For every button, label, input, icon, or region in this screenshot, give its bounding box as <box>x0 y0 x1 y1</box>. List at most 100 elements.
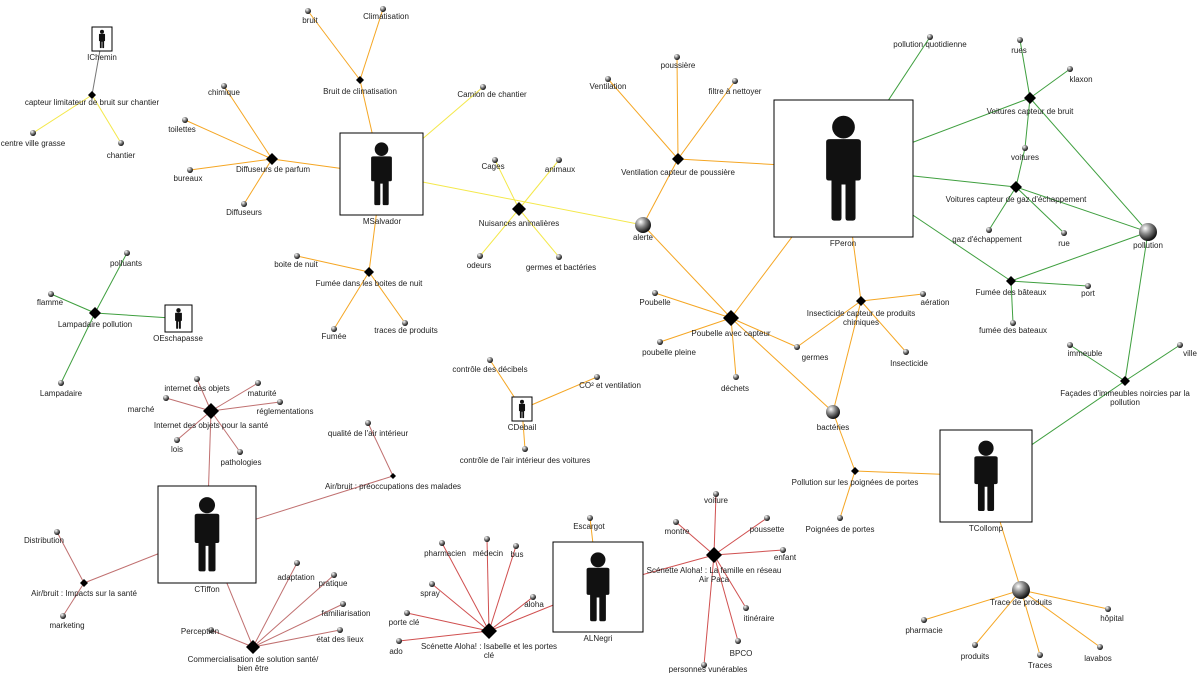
hub-node-airbruit1[interactable]: Air/bruit : préoccupations des malades <box>325 473 461 491</box>
leaf-node-dechets[interactable]: déchets <box>721 374 749 393</box>
hub-diamond[interactable] <box>364 267 374 277</box>
sphere-node-bacteries[interactable]: bactéries <box>817 405 849 432</box>
leaf-dot[interactable] <box>701 662 707 668</box>
leaf-dot[interactable] <box>30 130 36 136</box>
hub-node-animal[interactable]: Nuisances animalières <box>479 202 559 228</box>
leaf-node-distribution[interactable]: Distribution <box>24 529 64 545</box>
leaf-dot[interactable] <box>337 627 343 633</box>
leaf-node-controleair[interactable]: contrôle de l'air intérieur des voitures <box>460 446 590 465</box>
leaf-node-familiar[interactable]: familiarisation <box>322 601 371 618</box>
leaf-dot[interactable] <box>1061 230 1067 236</box>
leaf-dot[interactable] <box>605 76 611 82</box>
leaf-node-qualair[interactable]: qualité de l'air intérieur <box>328 420 409 438</box>
leaf-node-animaux[interactable]: animaux <box>545 157 575 174</box>
person-node-fperon[interactable]: FPeron <box>773 99 914 248</box>
leaf-node-personnes[interactable]: personnes vunérables <box>669 662 748 673</box>
hub-diamond[interactable] <box>390 473 396 479</box>
person-node-ichemin[interactable]: IChemin <box>87 26 117 62</box>
hub-node-capteur[interactable]: capteur limitateur de bruit sur chantier <box>25 91 160 107</box>
leaf-dot[interactable] <box>163 395 169 401</box>
leaf-dot[interactable] <box>780 547 786 553</box>
hub-node-fumee[interactable]: Fumée dans les boites de nuit <box>316 267 424 288</box>
leaf-dot[interactable] <box>1067 342 1073 348</box>
hub-node-bruitclim[interactable]: Bruit de climatisation <box>323 76 397 96</box>
leaf-node-co2[interactable]: CO² et ventilation <box>579 374 641 390</box>
leaf-dot[interactable] <box>594 374 600 380</box>
leaf-node-porte[interactable]: porte clé <box>389 610 420 627</box>
leaf-dot[interactable] <box>920 291 926 297</box>
leaf-node-boitenuit[interactable]: boite de nuit <box>274 253 319 269</box>
leaf-node-traces[interactable]: traces de produits <box>374 320 438 335</box>
hub-node-fumbat[interactable]: Fumée des bâteaux <box>976 276 1047 297</box>
leaf-dot[interactable] <box>732 78 738 84</box>
leaf-dot[interactable] <box>124 250 130 256</box>
leaf-dot[interactable] <box>556 254 562 260</box>
hub-diamond[interactable] <box>1010 181 1022 193</box>
leaf-dot[interactable] <box>837 515 843 521</box>
hub-diamond[interactable] <box>1024 92 1036 104</box>
leaf-dot[interactable] <box>674 54 680 60</box>
leaf-node-klaxon[interactable]: klaxon <box>1067 66 1093 84</box>
leaf-dot[interactable] <box>277 399 283 405</box>
leaf-dot[interactable] <box>1037 652 1043 658</box>
leaf-node-aloha[interactable]: aloha <box>524 594 544 609</box>
hub-diamond[interactable] <box>203 403 219 419</box>
leaf-node-insecticide[interactable]: Insecticide <box>890 349 928 368</box>
leaf-dot[interactable] <box>439 540 445 546</box>
leaf-dot[interactable] <box>713 491 719 497</box>
leaf-dot[interactable] <box>429 581 435 587</box>
leaf-node-lampadaire[interactable]: Lampadaire <box>40 380 83 398</box>
leaf-node-fumeebat[interactable]: fumée des bateaux <box>979 320 1047 335</box>
leaf-node-pratique[interactable]: pratique <box>319 572 348 588</box>
leaf-node-bureaux[interactable]: bureaux <box>174 167 203 183</box>
leaf-dot[interactable] <box>986 227 992 233</box>
hub-diamond[interactable] <box>856 296 866 306</box>
leaf-dot[interactable] <box>764 515 770 521</box>
leaf-node-hopital[interactable]: hôpital <box>1100 606 1124 623</box>
hub-node-parfum[interactable]: Diffuseurs de parfum <box>236 153 310 174</box>
hub-diamond[interactable] <box>1120 376 1130 386</box>
hub-node-voitbruit[interactable]: Voitures capteur de bruit <box>987 92 1074 116</box>
leaf-node-germesbact[interactable]: germes et bactéries <box>526 254 596 272</box>
hub-node-aloha1[interactable]: Scénette Aloha! : Isabelle et les portes… <box>421 623 557 660</box>
leaf-dot[interactable] <box>241 201 247 207</box>
leaf-dot[interactable] <box>48 291 54 297</box>
leaf-node-poubelle[interactable]: Poubelle <box>639 290 671 307</box>
hub-diamond[interactable] <box>672 153 684 165</box>
leaf-dot[interactable] <box>340 601 346 607</box>
hub-diamond[interactable] <box>89 307 101 319</box>
leaf-node-diffuseurs[interactable]: Diffuseurs <box>226 201 262 217</box>
leaf-node-montre[interactable]: montre <box>665 519 690 536</box>
leaf-dot[interactable] <box>652 290 658 296</box>
leaf-dot[interactable] <box>657 339 663 345</box>
leaf-dot[interactable] <box>487 357 493 363</box>
leaf-dot[interactable] <box>480 84 486 90</box>
leaf-node-port[interactable]: port <box>1081 283 1096 298</box>
hub-diamond[interactable] <box>512 202 526 216</box>
leaf-node-gaz[interactable]: gaz d'échappement <box>952 227 1023 244</box>
hub-diamond[interactable] <box>706 547 722 563</box>
sphere-ball[interactable] <box>1012 581 1030 599</box>
leaf-dot[interactable] <box>484 536 490 542</box>
leaf-dot[interactable] <box>365 420 371 426</box>
leaf-node-filtre[interactable]: filtre à nettoyer <box>709 78 762 96</box>
leaf-dot[interactable] <box>305 8 311 14</box>
leaf-node-rues[interactable]: rues <box>1011 37 1027 55</box>
leaf-dot[interactable] <box>530 594 536 600</box>
leaf-node-lavabos[interactable]: lavabos <box>1084 644 1112 663</box>
leaf-dot[interactable] <box>255 380 261 386</box>
leaf-node-lois[interactable]: lois <box>171 437 183 454</box>
sphere-node-alerte[interactable]: alerte <box>633 217 654 242</box>
leaf-node-poussette[interactable]: poussette <box>750 515 785 534</box>
leaf-node-voitures[interactable]: voitures <box>1011 145 1039 162</box>
leaf-dot[interactable] <box>208 627 214 633</box>
hub-node-iot[interactable]: Internet des objets pour la santé <box>154 403 269 430</box>
hub-node-voitgaz[interactable]: Voitures capteur de gaz d'échappement <box>946 181 1088 204</box>
sphere-ball[interactable] <box>635 217 651 233</box>
leaf-node-etatlieux[interactable]: état des lieux <box>316 627 364 644</box>
leaf-dot[interactable] <box>58 380 64 386</box>
person-node-alnegri[interactable]: ALNegri <box>552 541 644 643</box>
hub-diamond[interactable] <box>1006 276 1016 286</box>
leaf-node-pharmacien[interactable]: pharmacien <box>424 540 466 558</box>
